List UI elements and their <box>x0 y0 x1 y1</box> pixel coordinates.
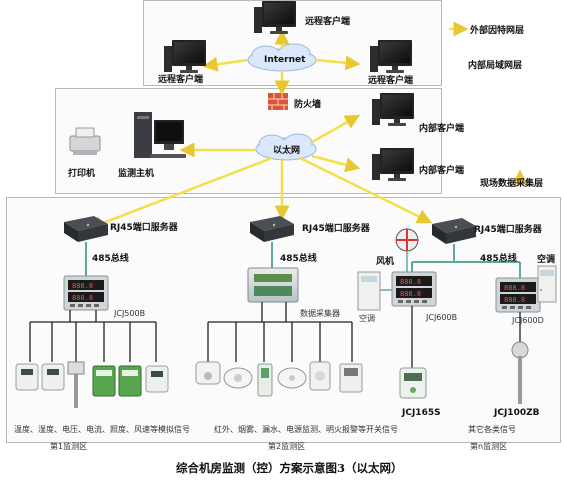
host-label: 监测主机 <box>118 169 155 179</box>
internal-client-1-label: 内部客户端 <box>419 124 465 134</box>
remote-client-top-label: 远程客户端 <box>305 17 351 27</box>
zone3-name: 第n监测区 <box>470 442 508 451</box>
sensor-flame-icon <box>309 361 331 391</box>
bus-3-label: 485总线 <box>480 254 517 264</box>
controller-jcj500b-icon <box>63 275 109 311</box>
controller-jcj600d-label: JCJ600D <box>512 316 544 325</box>
controller-jcj600b-label: JCJ600B <box>426 313 458 322</box>
data-collector-icon <box>247 267 299 303</box>
sensor-smoke-icon <box>223 367 253 389</box>
printer-label: 打印机 <box>68 169 96 179</box>
internet-cloud <box>247 43 317 72</box>
rj45-server-2-label: RJ45端口服务器 <box>302 224 370 234</box>
rj45-server-3-label: RJ45端口服务器 <box>474 225 542 235</box>
firewall-label: 防火墙 <box>294 100 322 110</box>
diagram-title: 综合机房监测（控）方案示意图3（以太网） <box>176 461 403 475</box>
zone2-signals-caption: 红外、烟雾、漏水、电源监测、明火报警等开关信号 <box>214 425 398 434</box>
fan-icon <box>395 228 419 252</box>
firewall-icon <box>268 93 288 110</box>
bus-2-label: 485总线 <box>280 254 317 264</box>
sensor-humidity-icon <box>41 363 65 391</box>
sensor-probe-icon <box>67 361 85 408</box>
ac-left-icon <box>357 271 381 311</box>
rj45-server-3-icon <box>432 218 476 244</box>
sensor-current-icon <box>118 365 142 397</box>
sensor-jcj100zb-icon <box>511 341 529 404</box>
sensor-switch-icon <box>339 363 363 393</box>
controller-jcj500b-label: JCJ500B <box>114 309 146 318</box>
internal-client-2-label: 内部客户端 <box>419 166 465 176</box>
zone2-name: 第2监测区 <box>268 442 306 451</box>
rj45-server-1-label: RJ45端口服务器 <box>110 223 178 233</box>
sensor-jcj100zb-label: JCJ100ZB <box>494 408 540 418</box>
sensor-voltage-icon <box>92 365 116 397</box>
remote-client-top-icon <box>254 1 296 34</box>
remote-client-right-label: 远程客户端 <box>368 76 414 86</box>
internal-client-1-icon <box>372 93 414 126</box>
controller-jcj600b-icon <box>391 271 437 307</box>
internet-label: Internet <box>264 55 306 65</box>
ac-right-label: 空调 <box>537 255 556 265</box>
zone3-signals-caption: 其它各类信号 <box>468 425 516 434</box>
printer-icon <box>69 127 101 155</box>
zone1-name: 第1监测区 <box>50 442 88 451</box>
ethernet-label: 以太网 <box>273 146 301 156</box>
rj45-server-1-icon <box>64 216 108 242</box>
sensor-leak-icon <box>257 363 273 397</box>
ac-right-icon <box>537 265 557 303</box>
sensor-infrared-icon <box>195 361 221 385</box>
rj45-server-2-icon <box>250 216 294 242</box>
remote-client-left-label: 远程客户端 <box>158 75 204 85</box>
zone1-signals-caption: 温度、湿度、电压、电流、照度、风速等模拟信号 <box>14 425 190 434</box>
sensor-jcj165s-icon <box>399 367 427 399</box>
remote-layer-label: 外部因特网层 <box>470 26 525 36</box>
collector-label: 数据采集器 <box>300 309 340 318</box>
remote-client-left-icon <box>164 40 206 73</box>
host-computer-icon <box>134 112 186 158</box>
fan-label: 风机 <box>376 257 395 267</box>
bus-1-label: 485总线 <box>92 254 129 264</box>
sensor-power-icon <box>277 367 307 389</box>
controller-jcj600d-icon <box>495 277 541 313</box>
sensor-jcj165s-label: JCJ165S <box>402 408 441 418</box>
ethernet-cloud <box>255 133 317 161</box>
internal-client-2-icon <box>372 148 414 181</box>
sensor-temp-icon <box>15 363 39 391</box>
internal-layer-label: 内部局域网层 <box>468 61 523 71</box>
field-layer-label: 现场数据采集层 <box>480 179 544 189</box>
remote-client-right-icon <box>370 40 412 73</box>
sensor-lux-icon <box>145 365 169 393</box>
ac-left-label: 空调 <box>359 314 375 323</box>
